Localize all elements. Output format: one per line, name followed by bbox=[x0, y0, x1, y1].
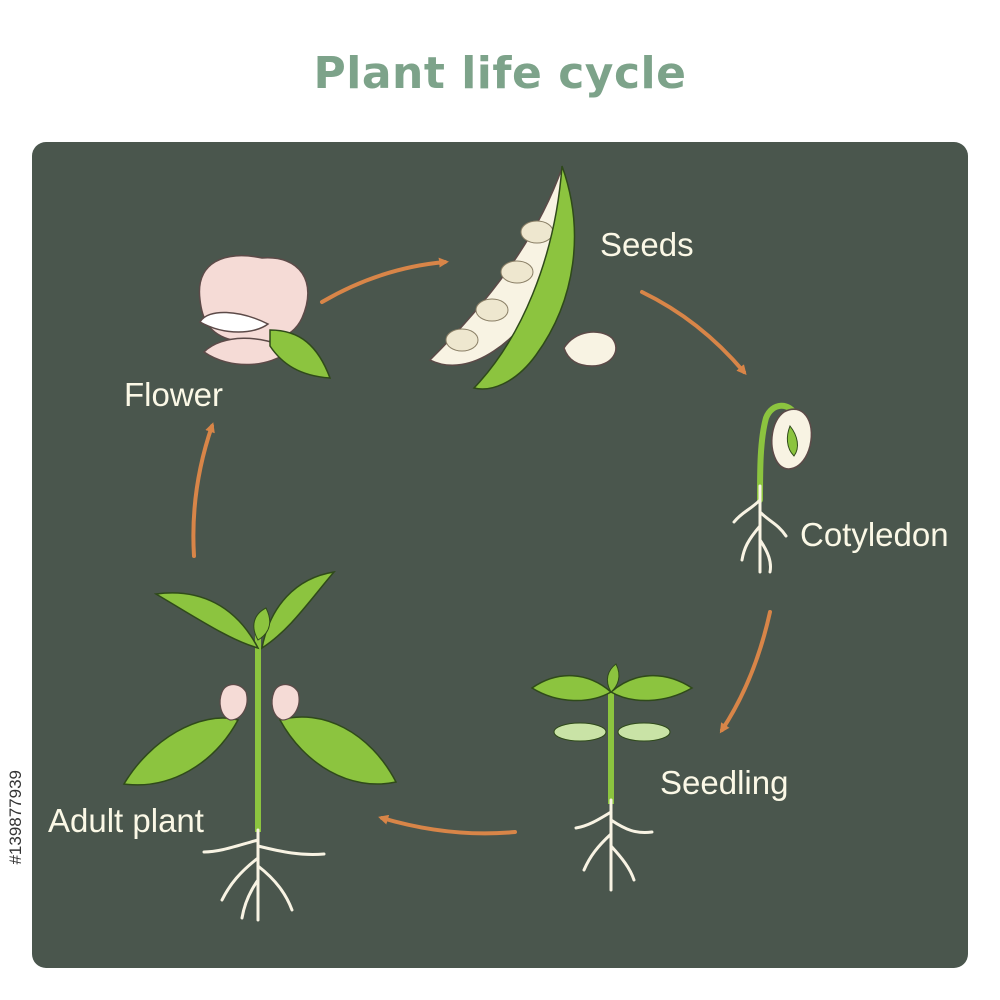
flower-illustration bbox=[198, 254, 332, 379]
cotyledon-illustration bbox=[732, 402, 813, 574]
arrow-seeds-to-cotyledon bbox=[640, 290, 747, 376]
stock-id: #139877939 bbox=[6, 770, 25, 865]
label-flower: Flower bbox=[124, 376, 224, 413]
label-seedling: Seedling bbox=[660, 764, 789, 801]
arrow-cotyledon-to-seedling bbox=[719, 610, 772, 734]
label-seeds: Seeds bbox=[600, 226, 694, 263]
label-cotyledon: Cotyledon bbox=[800, 516, 949, 553]
label-adult-plant: Adult plant bbox=[48, 802, 204, 839]
arrow-seedling-to-adult bbox=[378, 814, 517, 836]
adult-plant-illustration bbox=[122, 570, 398, 922]
seed-pod-illustration bbox=[428, 165, 617, 390]
diagram-title: Plant life cycle bbox=[313, 48, 687, 99]
arrow-adult-to-flower bbox=[191, 422, 215, 558]
arrow-flower-to-seeds bbox=[320, 257, 449, 304]
seedling-illustration bbox=[530, 663, 694, 892]
cycle-arrows bbox=[191, 257, 772, 836]
